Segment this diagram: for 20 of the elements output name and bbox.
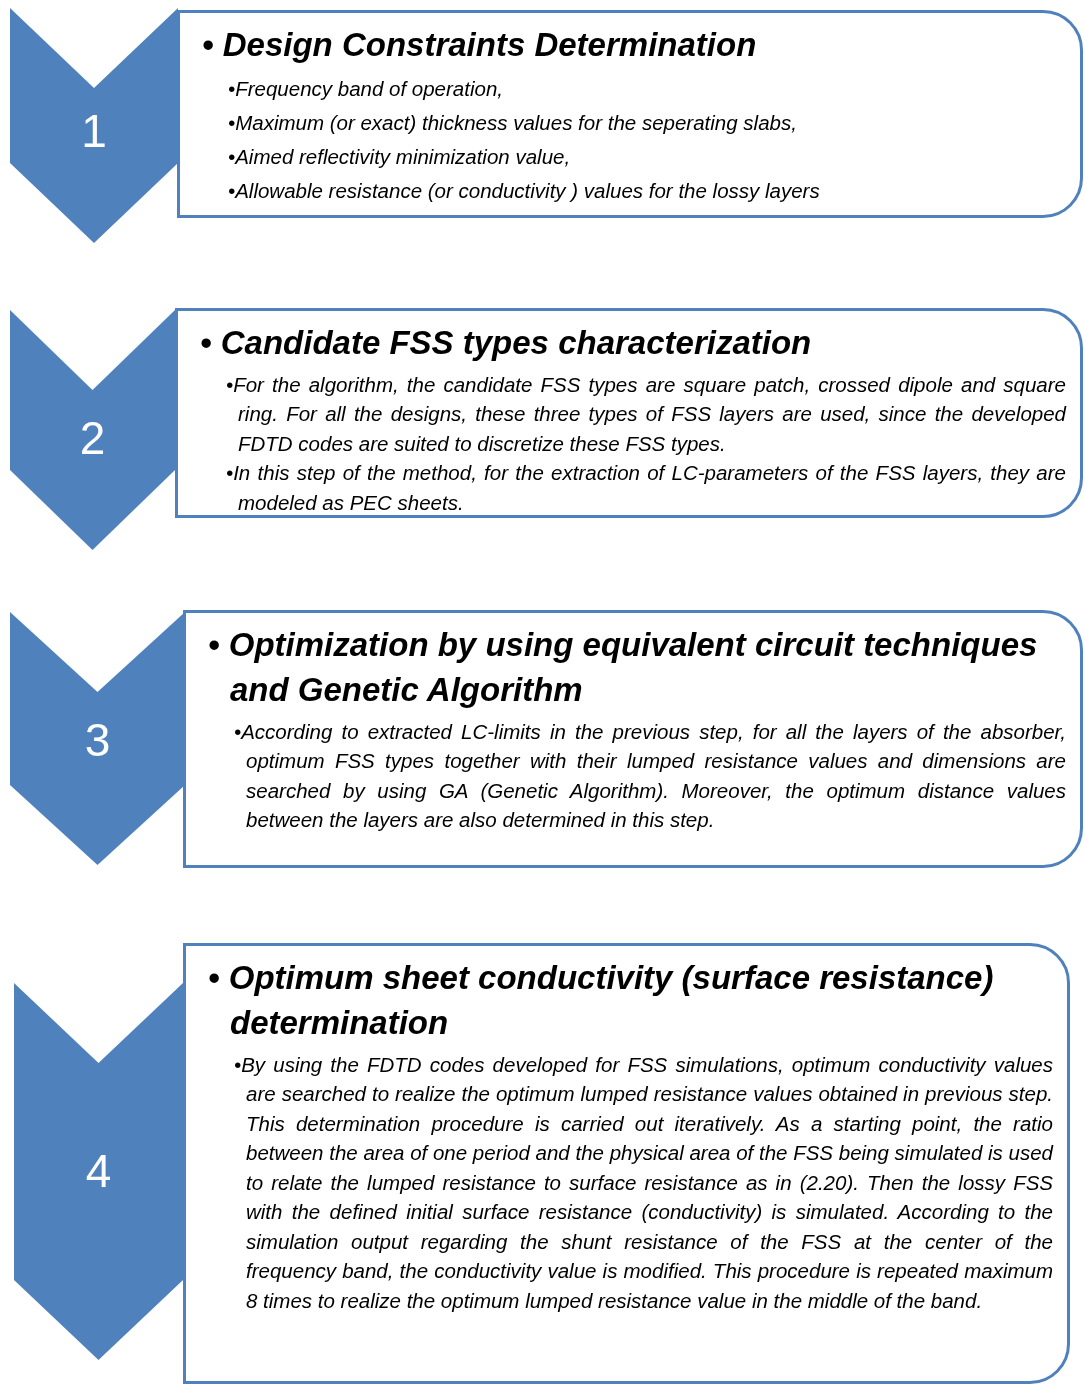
step-number: 3	[83, 717, 112, 763]
step-box	[183, 610, 1083, 868]
step-heading: • Candidate FSS types characterization	[200, 323, 813, 363]
bullet-text: •Maximum (or exact) thickness values for the seperating slabs,	[227, 109, 798, 136]
bullet-text: •By using the FDTD codes developed for FSS simulations, optimum conductivity values are searched to realize the optimum lumped resistance values obtained in previous step. This determination procedure is carried out iteratively. As a starting point, the ratio between the area of one period and the physical area of the FSS being simulated is used to relate the lumped resistance to surface resistance as in (2.20). Then the lossy FSS with the defined initial surface resistance (conductivity) is simulated. According to the simulation output regarding the shunt resistance of the FSS at the center of the frequency band, the conductivity value is modified. This procedure is repeated maximum 8 times to realize the optimum lumped resistance value in the middle of the band.	[233, 1051, 1053, 1314]
step-heading: • Design Constraints Determination	[202, 25, 758, 65]
bullet-text: •In this step of the method, for the extraction of LC-parameters of the FSS layers, they are modeled as PEC sheets.	[225, 460, 1066, 516]
step-number: 1	[80, 108, 108, 154]
step-number: 2	[78, 415, 107, 461]
bullet-text: •According to extracted LC-limits in the previous step, for all the layers of the absorber, optimum FSS types together with their lumped resistance values and dimensions are searched by using GA (Genetic Algorithm). Moreover, the optimum distance values between the layers are also determined in this step.	[233, 718, 1066, 834]
bullet-text: •Allowable resistance (or conductivity ) values for the lossy layers	[227, 177, 821, 204]
step-box	[183, 943, 1070, 1384]
step-heading: • Optimum sheet conductivity (surface resistance) determination	[208, 958, 995, 1043]
step-heading: • Optimization by using equivalent circuit techniques and Genetic Algorithm	[208, 625, 1039, 710]
step-number: 4	[84, 1148, 113, 1194]
bullet-text: •For the algorithm, the candidate FSS types are square patch, crossed dipole and square ring. For all the designs, these three types of FSS layers are used, since the developed FDTD codes are suited to discretize these FSS types.	[225, 371, 1066, 457]
step-box	[177, 10, 1083, 218]
step-box	[175, 308, 1083, 518]
bullet-text: •Aimed reflectivity minimization value,	[227, 143, 572, 170]
bullet-text: •Frequency band of operation,	[227, 75, 504, 102]
